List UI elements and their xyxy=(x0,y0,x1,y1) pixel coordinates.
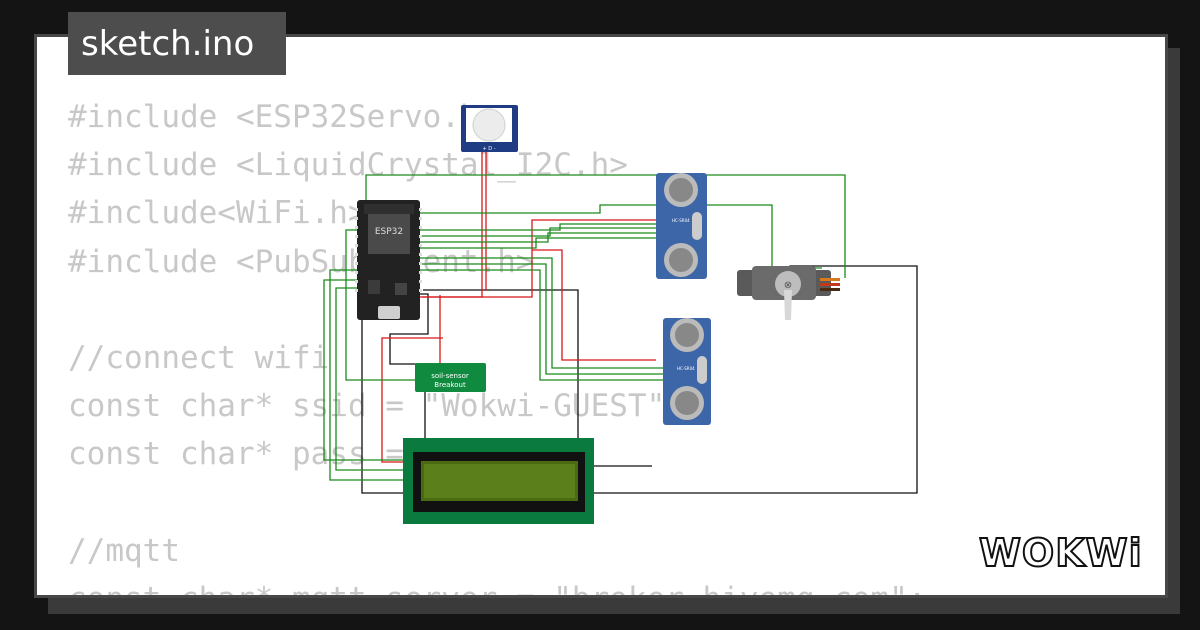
code-line: #include<WiFi.h> xyxy=(68,195,367,232)
code-line: const char* mqtt_server = "broker.hivemq… xyxy=(68,575,927,595)
wokwi-logo-text: WOKWi xyxy=(979,531,1143,575)
soil-sensor-breakout[interactable]: soil-sensor Breakout xyxy=(415,363,486,392)
pir-sensor[interactable]: + D - xyxy=(461,105,518,152)
soil-sensor-sublabel: Breakout xyxy=(434,381,466,389)
soil-sensor-label: soil-sensor xyxy=(431,372,469,380)
servo-hub-icon: ⊗ xyxy=(784,280,792,291)
code-line: const char* ssid = "Wokwi-GUEST"; xyxy=(68,388,684,425)
code-line: #include <ESP32Servo.h> xyxy=(68,99,498,135)
filename-tab: sketch.ino xyxy=(68,12,286,75)
esp32-board[interactable]: ESP32 xyxy=(355,200,422,320)
preview-card: #include <ESP32Servo.h> #include <LiquidC… xyxy=(34,34,1168,598)
code-line: #include <LiquidCrystal_I2C.h> xyxy=(68,147,628,184)
code-preview: #include <ESP32Servo.h> #include <LiquidC… xyxy=(68,93,927,595)
ultrasonic-sensor-1[interactable]: HC-SR04 xyxy=(656,173,707,279)
wokwi-logo: WOKWi xyxy=(978,530,1143,576)
circuit-diagram: + D - ESP32 HC-SR04 HC-SR04 ⊗ xyxy=(323,105,918,524)
pir-pin-label: + D - xyxy=(482,146,495,152)
esp32-label: ESP32 xyxy=(375,227,403,237)
lcd-display[interactable] xyxy=(403,438,594,524)
ultrasonic-sensor-2[interactable]: HC-SR04 xyxy=(663,318,711,425)
code-line: //connect wifi xyxy=(68,340,330,377)
filename-label: sketch.ino xyxy=(81,24,255,64)
servo-motor[interactable]: ⊗ xyxy=(737,266,840,320)
code-line: //mqtt xyxy=(68,532,180,569)
ultrasonic-2-model: HC-SR04 xyxy=(677,366,695,371)
ultrasonic-1-model: HC-SR04 xyxy=(672,218,690,223)
